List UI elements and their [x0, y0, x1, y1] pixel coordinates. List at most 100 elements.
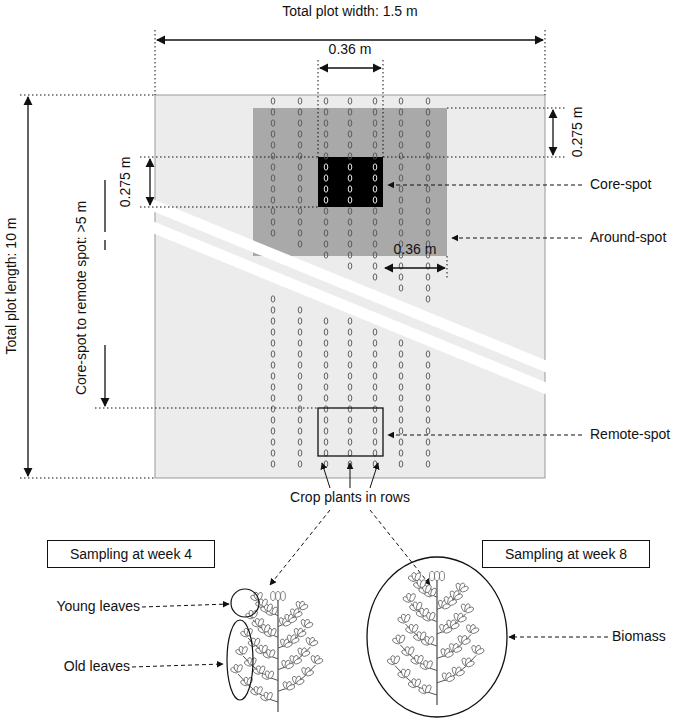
- crop-plant: [373, 263, 377, 269]
- leaflet: [419, 631, 427, 641]
- crop-plant: [271, 318, 275, 324]
- crop-plant: [348, 329, 352, 335]
- crop-plant: [324, 395, 328, 401]
- crop-plant: [271, 329, 275, 335]
- leaflet: [445, 651, 455, 659]
- crop-plant: [298, 120, 302, 126]
- crop-plant: [298, 329, 302, 335]
- crop-plant: [348, 450, 352, 456]
- dimension-label: 0.275 m: [570, 107, 585, 158]
- crop-plant: [324, 318, 328, 324]
- crop-plant: [298, 142, 302, 148]
- crop-plant: [348, 142, 352, 148]
- leaflet: [264, 624, 271, 633]
- crop-plant: [348, 428, 352, 434]
- crop-plant: [298, 230, 302, 236]
- crop-plant: [426, 175, 430, 181]
- crop-plant: [399, 439, 403, 445]
- crop-plant: [348, 263, 352, 269]
- leaflet: [256, 686, 263, 695]
- callout-label: Young leaves: [56, 599, 140, 614]
- crop-plant: [348, 351, 352, 357]
- crop-plant: [399, 208, 403, 214]
- crop-plant: [324, 142, 328, 148]
- crop-plant: [271, 109, 275, 115]
- crop-plant: [399, 406, 403, 412]
- sampling-box: Sampling at week 4: [47, 540, 215, 568]
- crop-plant: [426, 406, 430, 412]
- crop-plant: [373, 406, 377, 412]
- leaflet: [257, 618, 264, 627]
- young-leaves-circle: [231, 589, 259, 617]
- crop-plant: [324, 450, 328, 456]
- leaflet: [428, 611, 436, 621]
- crop-plant: [298, 241, 302, 247]
- leaflet: [254, 637, 261, 646]
- crop-plant: [426, 197, 430, 203]
- crop-plant: [348, 384, 352, 390]
- crop-plant: [298, 417, 302, 423]
- leaflet: [271, 592, 276, 601]
- crop-plant: [399, 175, 403, 181]
- crop-plant: [298, 98, 302, 104]
- break-stripe: [150, 198, 550, 374]
- crop-plant: [399, 362, 403, 368]
- plant-drawing: [230, 592, 324, 713]
- crop-plant: [324, 131, 328, 137]
- crop-plant: [426, 208, 430, 214]
- sampling-box: Sampling at week 8: [482, 540, 650, 568]
- leaflet: [439, 571, 444, 580]
- crop-plant: [298, 164, 302, 170]
- crop-plant: [271, 439, 275, 445]
- crop-plant: [348, 362, 352, 368]
- crop-plant: [348, 340, 352, 346]
- crop-plant: [324, 241, 328, 247]
- crop-plant: [271, 153, 275, 159]
- crop-plant: [271, 219, 275, 225]
- dimension-label: Total plot length: 10 m: [4, 218, 19, 355]
- dimension-arrows: [28, 40, 553, 476]
- crop-plant: [373, 329, 377, 335]
- crop-plant: [373, 142, 377, 148]
- crop-plant: [399, 373, 403, 379]
- crop-plant: [348, 208, 352, 214]
- crop-plant: [348, 175, 352, 181]
- stem: [436, 580, 437, 705]
- leaflet: [310, 640, 319, 647]
- crop-plant: [426, 428, 430, 434]
- dimension-label: 0.275 m: [118, 157, 133, 208]
- crop-plant: [271, 461, 275, 467]
- old-leaves-ellipse: [227, 620, 253, 700]
- leaflet: [454, 593, 464, 601]
- crop-plant: [298, 439, 302, 445]
- crop-plant: [373, 208, 377, 214]
- crop-plant: [271, 175, 275, 181]
- crop-plant: [324, 98, 328, 104]
- leaflet: [241, 646, 248, 655]
- crop-plant: [399, 340, 403, 346]
- leaflet: [276, 592, 281, 601]
- leaflet: [415, 601, 423, 611]
- crop-plant: [399, 274, 403, 280]
- leaflet: [251, 610, 258, 619]
- crop-plant: [324, 461, 328, 467]
- crop-plant: [426, 274, 430, 280]
- crop-plant: [399, 164, 403, 170]
- crop-plant: [426, 219, 430, 225]
- crop-plant: [324, 208, 328, 214]
- box-text: Sampling at week 8: [505, 546, 627, 562]
- crop-plant: [426, 131, 430, 137]
- branch: [278, 647, 311, 670]
- crop-plant: [426, 109, 430, 115]
- crop-plant: [426, 450, 430, 456]
- crop-plant: [373, 109, 377, 115]
- crop-plant: [426, 142, 430, 148]
- crop-plant: [348, 439, 352, 445]
- crop-plant: [373, 219, 377, 225]
- dimension-label: Core-spot to remote spot: >5 m: [74, 199, 89, 397]
- crop-plant: [348, 109, 352, 115]
- crop-plant: [373, 395, 377, 401]
- crop-plant: [348, 164, 352, 170]
- box-text: Sampling at week 4: [70, 546, 192, 562]
- crop-plant: [298, 318, 302, 324]
